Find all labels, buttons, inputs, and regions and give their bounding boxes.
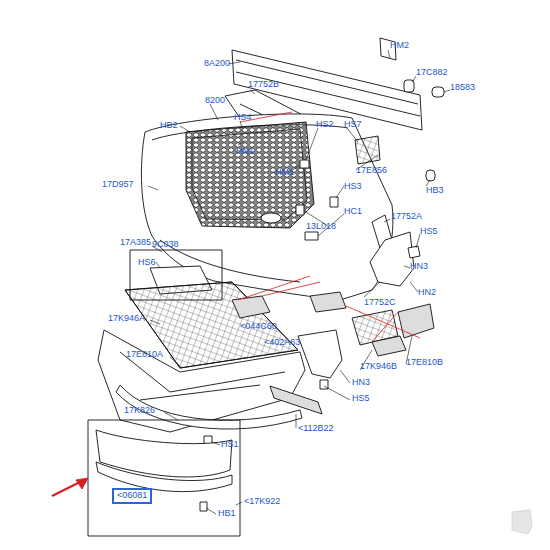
callout-number: HS5	[420, 227, 438, 236]
callout-number: <17K922	[244, 497, 280, 506]
callout-number: HB3	[426, 186, 444, 195]
callout-number: HM1	[275, 168, 294, 177]
callout-number: HN2	[418, 288, 436, 297]
callout-number: HN3	[352, 378, 370, 387]
callout-number: <044C60	[240, 322, 277, 331]
callout-number: HS4	[234, 113, 252, 122]
callout-number: 17E810B	[406, 358, 443, 367]
callout-number: 17752C	[364, 298, 396, 307]
callout-number: 9C038	[152, 240, 179, 249]
callout-number: HB2	[160, 121, 178, 130]
callout-number: 17D957	[102, 180, 134, 189]
callout-number: HS3	[344, 182, 362, 191]
callout-number: <06081	[117, 491, 147, 501]
callout-number: 17752B	[248, 80, 279, 89]
callout-number: 17K946A	[108, 314, 145, 323]
callout-number: 17A385	[120, 238, 151, 247]
callout-number: HN3	[410, 262, 428, 271]
callout-number: 17C882	[416, 68, 448, 77]
callout-number: HS6	[138, 258, 156, 267]
callout-number: 17K826	[124, 406, 155, 415]
callout-number: <112B22	[298, 424, 334, 433]
callout-number: HM2	[390, 41, 409, 50]
callout-number: 17E810A	[126, 350, 163, 359]
callout-number: 8200	[205, 96, 225, 105]
callout-number: 17K946B	[360, 362, 397, 371]
callout-number: 8A200	[204, 59, 230, 68]
callout-number: HS2	[316, 120, 334, 129]
callout-number: HC1	[344, 207, 362, 216]
callout-number: HS7	[344, 120, 362, 129]
callout-number: 17752A	[391, 212, 422, 221]
callout-number: 17E856	[356, 166, 387, 175]
callout-number: 18583	[450, 83, 475, 92]
callout-number: HS5	[352, 394, 370, 403]
callout-number: HB1	[218, 509, 236, 518]
callout-number: <402A63	[264, 338, 300, 347]
callout-number: HN1	[236, 147, 254, 156]
callout-number: HS1	[221, 440, 239, 449]
callout-box: <06081	[112, 488, 152, 504]
callout-number: 13L018	[306, 222, 336, 231]
